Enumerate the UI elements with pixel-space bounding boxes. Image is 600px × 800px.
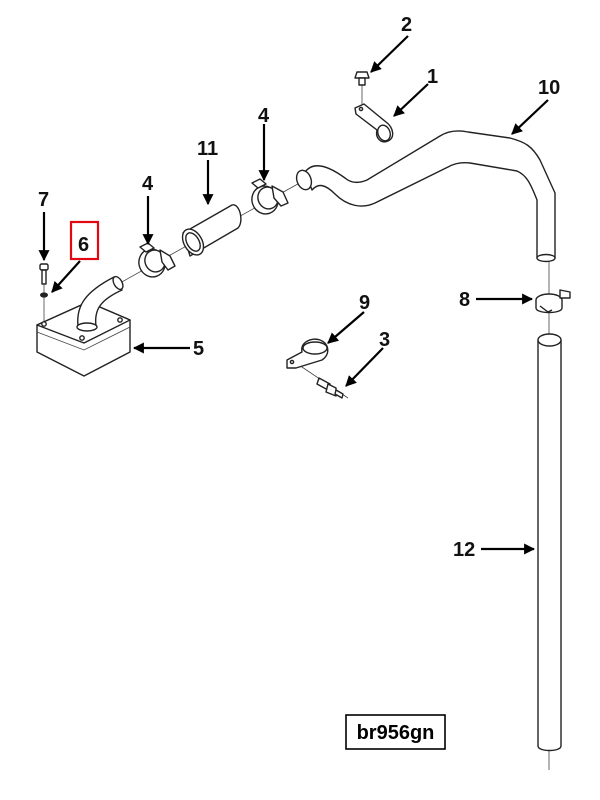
callout-1[interactable]: 1 (427, 66, 438, 88)
part-p-clamp-9[interactable] (286, 338, 329, 369)
callout-4b[interactable]: 4 (258, 105, 270, 127)
callout-leaders (38, 35, 549, 555)
callout-10[interactable]: 10 (538, 77, 560, 99)
callout-8[interactable]: 8 (459, 289, 470, 311)
part-hose-clamp-8[interactable] (535, 289, 571, 314)
assembly-centerlines (43, 80, 550, 770)
leader-3 (345, 347, 384, 387)
part-bolt-7[interactable] (39, 263, 49, 285)
callout-4a[interactable]: 4 (142, 173, 154, 195)
leader-10 (511, 99, 549, 135)
callout-6-highlight (69, 220, 100, 261)
leader-6 (51, 260, 81, 293)
leader-1 (393, 83, 429, 117)
part-washer-6[interactable] (40, 292, 48, 298)
reference-code: br956gn (345, 714, 446, 750)
callout-6[interactable]: 6 (78, 234, 89, 256)
callout-11[interactable]: 11 (197, 138, 218, 160)
callout-5[interactable]: 5 (193, 338, 204, 360)
part-hose-clamp-4-right[interactable] (248, 178, 289, 218)
callout-3[interactable]: 3 (379, 329, 390, 351)
part-straight-hose-11[interactable] (178, 204, 242, 259)
part-long-tube-12[interactable] (537, 333, 562, 752)
leader-9 (327, 311, 365, 344)
part-reservoir-box[interactable] (36, 275, 131, 377)
callout-12[interactable]: 12 (453, 539, 475, 561)
reference-code-text: br956gn (357, 722, 435, 744)
part-hose-clamp-4-left[interactable] (135, 242, 176, 281)
part-formed-hose-10[interactable] (294, 130, 556, 263)
callout-9[interactable]: 9 (359, 292, 370, 314)
part-fitting-3[interactable] (316, 377, 344, 399)
callout-2[interactable]: 2 (401, 14, 412, 36)
leader-2 (370, 35, 409, 73)
part-bolt-2[interactable] (354, 71, 370, 86)
callout-7[interactable]: 7 (38, 189, 49, 211)
part-p-clamp-1[interactable] (354, 103, 394, 143)
callout-labels: 7 6 5 4 11 4 2 1 10 8 9 3 12 (38, 14, 560, 561)
